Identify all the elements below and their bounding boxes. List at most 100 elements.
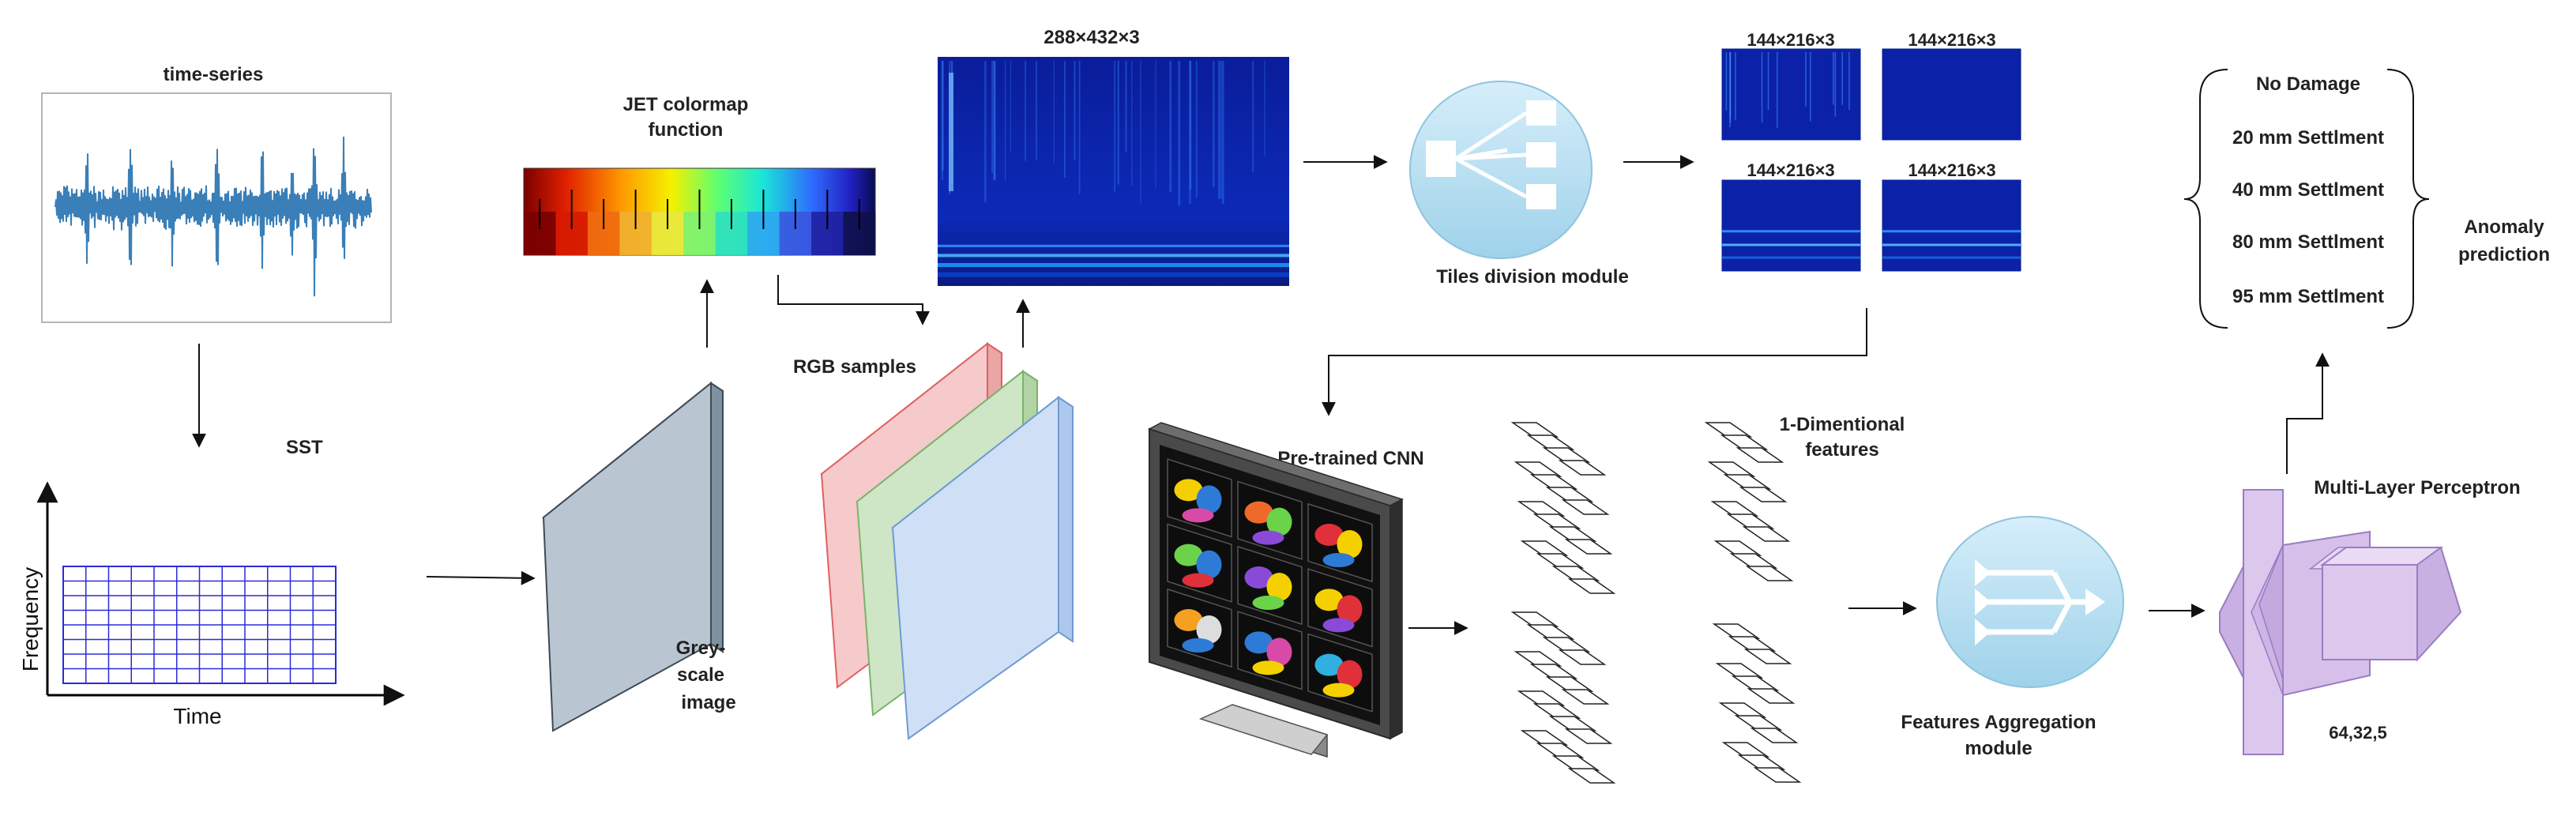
cnn-blob <box>1266 507 1292 536</box>
multi-layer-perceptron <box>2219 489 2462 755</box>
feature-map <box>1510 422 1559 438</box>
tile-band <box>1722 256 1860 259</box>
feature-map <box>1750 728 1799 743</box>
spectrogram-image <box>938 57 1289 286</box>
blue-channel-slab <box>891 395 1074 740</box>
anomaly-class-1: 20 mm Settlment <box>2232 127 2384 149</box>
one-dim-label-line1: 1-Dimentional <box>1780 414 1905 435</box>
feature-map <box>1551 755 1600 771</box>
feature-map <box>1548 716 1597 732</box>
cnn-blob <box>1244 631 1273 654</box>
feature-map <box>1753 767 1802 783</box>
tile-band <box>1882 256 2021 259</box>
cnn-blob <box>1174 479 1203 502</box>
anomaly-class-3: 80 mm Settlment <box>2232 231 2384 253</box>
feature-map <box>1723 474 1772 490</box>
arrow-tiles-to-cnn <box>1322 308 1867 416</box>
spectrogram-band <box>938 272 1289 277</box>
feature-map <box>1564 539 1613 555</box>
jet-label-line1: JET colormap <box>623 94 749 115</box>
tile-band <box>1882 243 2021 246</box>
image-tile <box>1882 48 2021 141</box>
feature-map <box>1542 637 1591 653</box>
feature-map-stacks <box>1510 422 1802 784</box>
feature-map <box>1742 526 1791 542</box>
cnn-blob <box>1196 550 1222 579</box>
anomaly-class-4: 95 mm Settlment <box>2232 286 2384 307</box>
cnn-blob <box>1266 638 1292 667</box>
cnn-blob <box>1266 573 1292 601</box>
tile-dims-label-2: 144×216×3 <box>1908 30 1995 50</box>
feature-map <box>1720 434 1769 450</box>
features-agg-label-line1: Features Aggregation <box>1901 712 2096 733</box>
cnn-blob <box>1314 589 1344 611</box>
tile-dims-label-3: 144×216×3 <box>1747 160 1834 180</box>
grey-label-line1: Grey- <box>676 638 726 659</box>
feature-map <box>1561 499 1610 515</box>
pretrained-cnn-monitor <box>1148 422 1404 758</box>
feature-map <box>1721 742 1770 758</box>
cnn-blob <box>1196 615 1222 644</box>
cnn-blob <box>1322 683 1355 698</box>
feature-map <box>1529 664 1578 679</box>
spectrogram-band <box>938 263 1289 267</box>
feature-map <box>1734 715 1783 731</box>
one-dim-label-line2: features <box>1805 439 1878 461</box>
tile-band <box>1722 230 1860 233</box>
feature-map <box>1545 676 1594 692</box>
feature-map <box>1514 651 1563 667</box>
feature-map <box>1737 754 1786 770</box>
arrow-mlp-to-classes <box>2286 352 2330 474</box>
cnn-blob <box>1337 660 1363 689</box>
cnn-blob <box>1314 653 1344 676</box>
feature-map <box>1710 501 1759 517</box>
feature-map <box>1561 689 1610 705</box>
tile-band <box>1882 230 2021 233</box>
feature-map <box>1726 513 1775 529</box>
feature-map <box>1532 703 1581 719</box>
mlp-dims-label: 64,32,5 <box>2329 723 2386 743</box>
classes-left-brace <box>2183 69 2228 329</box>
tile-band <box>1722 243 1860 246</box>
cnn-blob <box>1337 530 1363 559</box>
feature-map <box>1567 578 1616 594</box>
feature-map <box>1747 688 1796 704</box>
feature-map <box>1520 540 1569 556</box>
spectrogram-band <box>938 244 1289 247</box>
feature-map <box>1545 487 1594 502</box>
image-tile <box>1882 179 2021 272</box>
tile-dims-label-1: 144×216×3 <box>1747 30 1834 50</box>
feature-map <box>1536 553 1585 569</box>
image-tile <box>1721 48 1861 141</box>
time-axis-label: Time <box>173 704 221 728</box>
sst-plot <box>36 481 405 706</box>
feature-map <box>1743 649 1792 664</box>
feature-map <box>1712 623 1761 639</box>
feature-map <box>1517 501 1566 517</box>
feature-map <box>1548 526 1597 542</box>
grey-label-line3: image <box>681 692 735 713</box>
spectrogram-background <box>938 57 1289 286</box>
feature-map <box>1526 624 1575 640</box>
frequency-axis-label: Frequency <box>18 567 43 671</box>
anomaly-class-2: 40 mm Settlment <box>2232 179 2384 201</box>
features-agg-label-line2: module <box>1965 738 2032 759</box>
classes-right-brace <box>2386 69 2430 329</box>
cnn-blob <box>1182 638 1214 653</box>
cnn-blob <box>1174 544 1203 566</box>
feature-map <box>1510 611 1559 627</box>
arrow-sst-to-grey <box>426 570 536 585</box>
tile-dims-label-4: 144×216×3 <box>1908 160 1995 180</box>
rgb-samples-label: RGB samples <box>793 356 916 378</box>
feature-map <box>1736 447 1784 463</box>
feature-map <box>1514 461 1563 477</box>
feature-map <box>1536 743 1585 758</box>
time-series-label: time-series <box>164 64 264 85</box>
cnn-blob <box>1337 595 1363 624</box>
cnn-blob <box>1182 573 1214 588</box>
feature-map <box>1558 649 1607 665</box>
feature-map <box>1745 566 1794 581</box>
image-tiles <box>1721 48 2021 272</box>
feature-map <box>1529 474 1578 490</box>
